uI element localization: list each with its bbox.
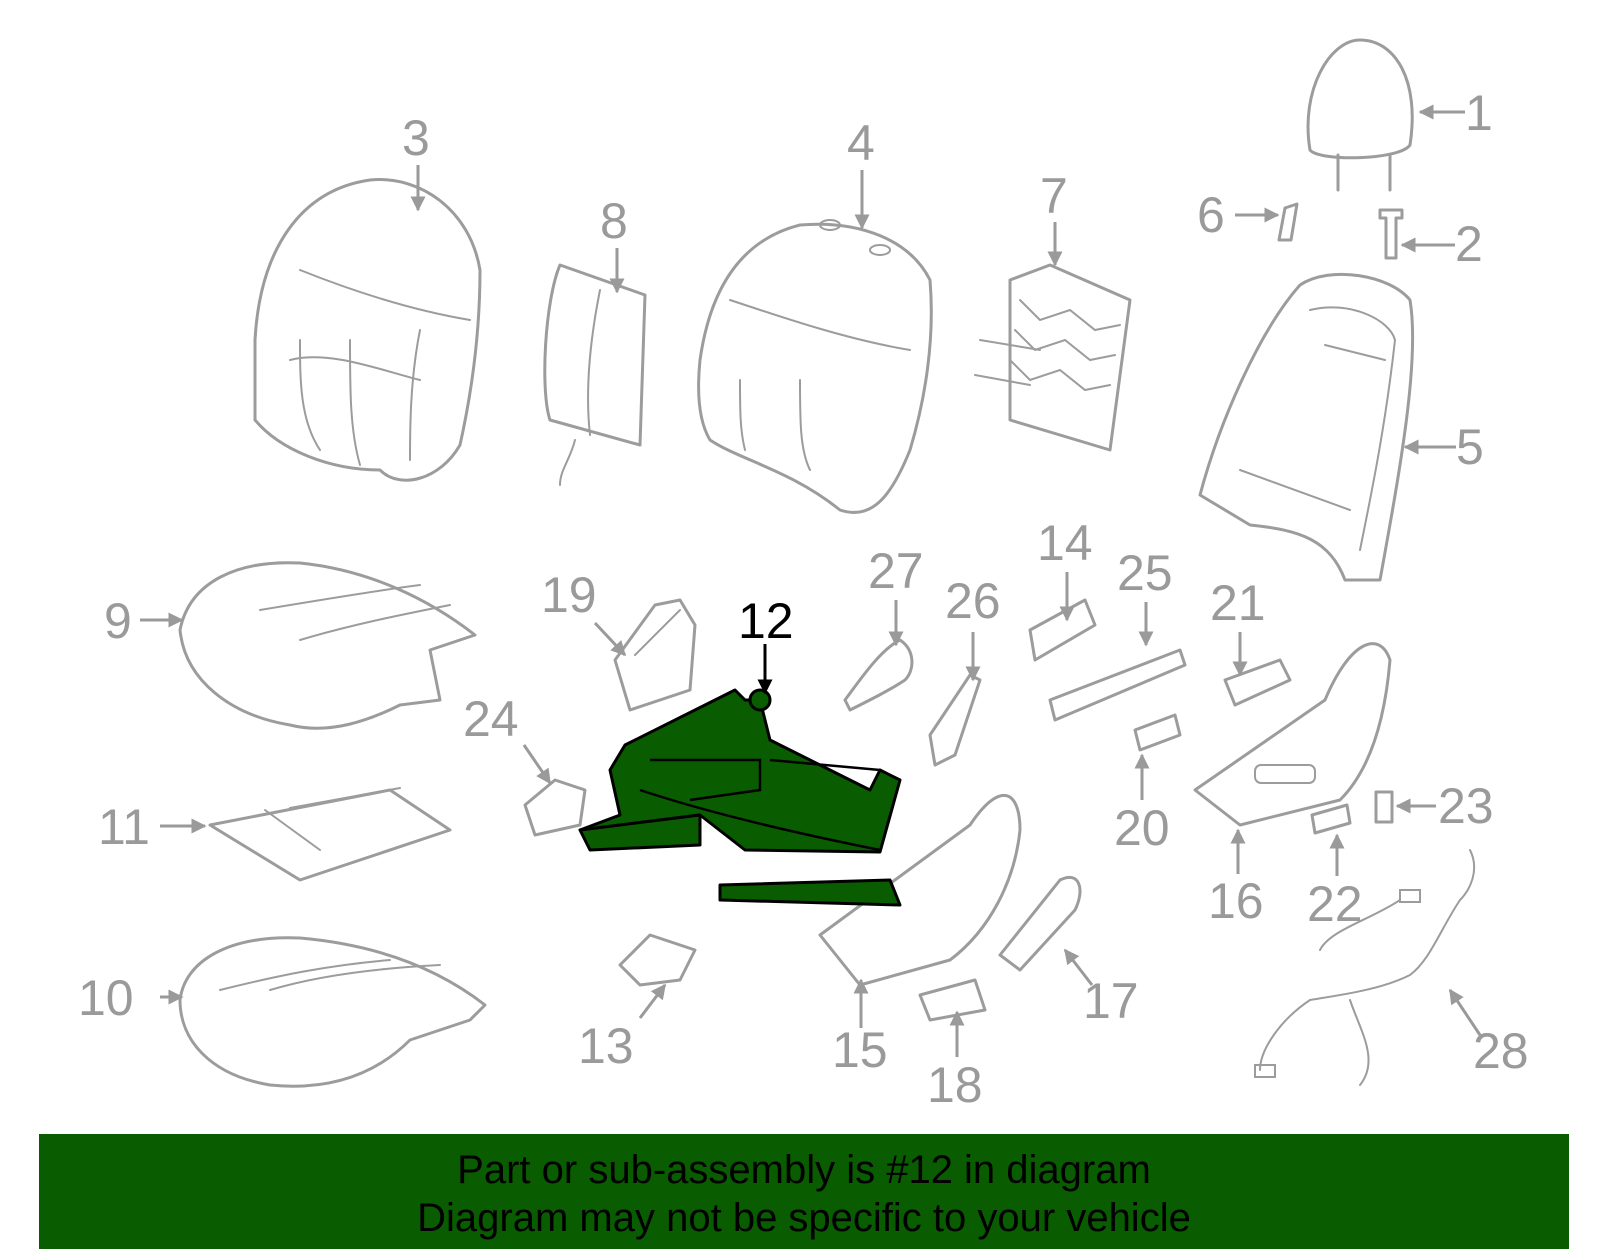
part-6-clip (1277, 202, 1299, 242)
part-7-spring-mat (974, 263, 1132, 452)
part-26-trim (928, 673, 982, 767)
callout-10: 10 (78, 970, 134, 1026)
callout-3: 3 (402, 110, 430, 166)
part-28-wiring-harness (1254, 849, 1476, 1086)
banner-line-1: Part or sub-assembly is #12 in diagram (457, 1148, 1151, 1192)
part-24-bracket (523, 778, 587, 837)
part-16-side-shield (1193, 642, 1392, 827)
callout-12: 12 (738, 593, 794, 649)
callout-6: 6 (1197, 187, 1225, 243)
part-14-bracket (1028, 598, 1097, 662)
callout-8: 8 (600, 193, 628, 249)
part-13-bracket (618, 933, 697, 987)
part-15-side-shield (818, 793, 1022, 987)
callout-15: 15 (832, 1022, 888, 1078)
callout-7: 7 (1040, 168, 1068, 224)
callout-labels: 1 2 3 4 5 6 7 8 9 10 11 12 13 14 15 16 1… (78, 85, 1529, 1113)
callout-16: 16 (1208, 873, 1264, 929)
callout-5: 5 (1456, 419, 1484, 475)
part-2-guide (1378, 208, 1404, 260)
callout-9: 9 (104, 593, 132, 649)
part-11-heater (208, 787, 452, 882)
part-12-seat-frame (578, 688, 902, 907)
part-18-cover (918, 978, 987, 1022)
callout-2: 2 (1455, 216, 1483, 272)
banner-line-2: Diagram may not be specific to your vehi… (417, 1196, 1191, 1240)
part-17-cover (998, 875, 1082, 972)
callout-1: 1 (1465, 85, 1493, 141)
leader-lines (140, 104, 1482, 1057)
part-1-headrest (1306, 38, 1414, 192)
callout-13: 13 (578, 1018, 634, 1074)
callout-14: 14 (1037, 515, 1093, 571)
part-25-rail-cover (1048, 648, 1187, 722)
callout-26: 26 (945, 573, 1001, 629)
part-22-switch (1310, 803, 1352, 835)
callout-4: 4 (847, 115, 875, 171)
callout-21: 21 (1210, 575, 1266, 631)
part-21-knob (1223, 658, 1292, 707)
callout-25: 25 (1117, 545, 1173, 601)
part-19-bracket (613, 598, 697, 712)
callout-17: 17 (1083, 973, 1139, 1029)
part-9-cushion-cover (178, 561, 477, 730)
callout-11: 11 (98, 799, 150, 855)
callout-20: 20 (1114, 800, 1170, 856)
part-27-trim (843, 638, 914, 712)
parts-diagram: 1 2 3 4 5 6 7 8 9 10 11 12 13 14 15 16 1… (78, 38, 1529, 1113)
callout-22: 22 (1307, 876, 1363, 932)
part-10-cushion (178, 936, 487, 1088)
callout-27: 27 (868, 543, 924, 599)
callout-19: 19 (541, 567, 597, 623)
part-8-pad (543, 263, 647, 486)
part-20-knob (1133, 713, 1182, 752)
part-3-seatback-cover (253, 178, 482, 482)
callout-18: 18 (927, 1057, 983, 1113)
callout-24: 24 (463, 691, 519, 747)
info-banner: Part or sub-assembly is #12 in diagram D… (39, 1134, 1569, 1249)
part-23-switch (1374, 790, 1394, 824)
part-4-seatback (697, 219, 933, 514)
callout-28: 28 (1473, 1023, 1529, 1079)
part-5-seatback-frame (1198, 272, 1415, 582)
callout-23: 23 (1438, 778, 1494, 834)
